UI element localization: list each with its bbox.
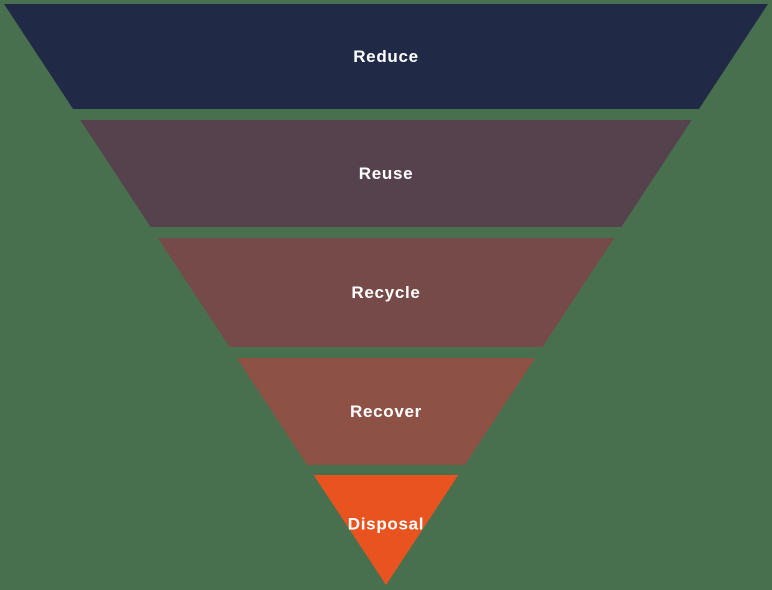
funnel-segment-disposal: [313, 475, 459, 585]
funnel-segment-reduce: [4, 4, 768, 109]
funnel-label-reuse: Reuse: [359, 164, 414, 183]
funnel-label-disposal: Disposal: [348, 514, 424, 533]
funnel-label-recycle: Recycle: [351, 283, 420, 302]
funnel-segment-reuse: [80, 120, 692, 227]
funnel-segment-recover: [236, 358, 536, 465]
funnel-segment-recycle: [157, 238, 615, 347]
funnel-label-recover: Recover: [350, 402, 422, 421]
funnel-label-reduce: Reduce: [353, 47, 419, 66]
